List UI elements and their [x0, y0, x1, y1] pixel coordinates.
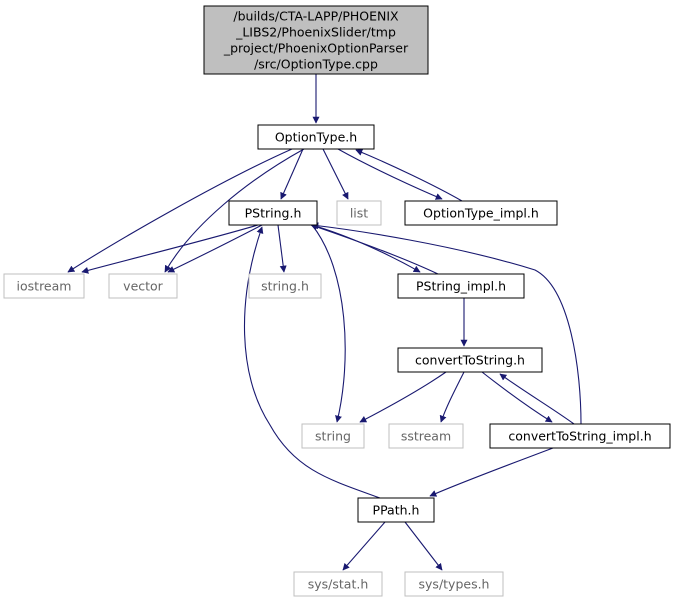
edge-ppath_h-to-sys_types_h [404, 521, 443, 571]
node-box-sstream [388, 423, 464, 449]
node-label-root: /builds/CTA-LAPP/PHOENIX [233, 9, 399, 24]
edge-optiontype_h-to-pstring_h [280, 148, 304, 200]
node-converttostring_impl_h[interactable]: convertToString_impl.h [489, 423, 671, 449]
node-label-ppath_h: PPath.h [373, 503, 420, 518]
edge-converttostring_impl_h-to-pstring_h [311, 222, 582, 425]
edge-ppath_h-to-sys_stat_h [342, 521, 386, 571]
edge-pstring_h-to-pstring_impl_h [311, 224, 421, 273]
node-ppath_h[interactable]: PPath.h [357, 497, 435, 523]
node-string: string [301, 423, 365, 449]
node-label-sys_types_h: sys/types.h [419, 577, 490, 592]
edge-pstring_h-to-string_h [277, 224, 287, 273]
node-sstream: sstream [388, 423, 464, 449]
node-box-sys_types_h [404, 571, 504, 597]
node-label-optiontype_h: OptionType.h [275, 130, 357, 145]
node-vector: vector [108, 273, 178, 299]
node-list: list [336, 200, 382, 226]
node-string_h: string.h [248, 273, 322, 299]
edge-optiontype_impl_h-to-optiontype_h [355, 149, 463, 202]
edge-pstring_h-to-string [311, 224, 346, 423]
node-label-optiontype_impl_h: OptionType_impl.h [423, 206, 539, 221]
node-box-string [301, 423, 365, 449]
node-pstring_h[interactable]: PString.h [228, 200, 318, 226]
node-label-converttostring_impl_h: convertToString_impl.h [508, 429, 651, 444]
node-box-root [203, 5, 429, 75]
edge-converttostring_impl_h-to-ppath_h [429, 447, 554, 497]
node-label-pstring_impl_h: PString_impl.h [416, 279, 506, 294]
node-label-vector: vector [123, 279, 164, 294]
node-iostream: iostream [3, 273, 85, 299]
node-box-sys_stat_h [293, 571, 383, 597]
node-box-iostream [3, 273, 85, 299]
edge-optiontype_h-to-iostream [67, 148, 293, 273]
node-root[interactable]: /builds/CTA-LAPP/PHOENIX_LIBS2/PhoenixSl… [203, 5, 429, 75]
edge-optiontype_h-to-list [322, 148, 349, 200]
node-box-converttostring_impl_h [489, 423, 671, 449]
node-box-list [336, 200, 382, 226]
edge-ppath_h-to-pstring_h [243, 226, 381, 499]
node-label-root: /src/OptionType.cpp [254, 57, 378, 72]
node-label-root: _LIBS2/PhoenixSlider/tmp [235, 25, 396, 40]
edge-converttostring_h-to-converttostring_impl_h [481, 371, 553, 423]
edge-pstring_h-to-vector [167, 224, 263, 273]
edges-layer [67, 74, 582, 571]
node-box-pstring_impl_h [397, 273, 525, 299]
node-label-list: list [350, 206, 368, 221]
node-label-iostream: iostream [17, 279, 72, 294]
node-box-optiontype_impl_h [404, 200, 558, 226]
node-label-root: _project/PhoenixOptionParser [223, 41, 409, 56]
edge-converttostring_impl_h-to-converttostring_h [499, 373, 575, 425]
edge-converttostring_h-to-sstream [439, 371, 465, 423]
node-box-pstring_h [228, 200, 318, 226]
node-converttostring_h[interactable]: convertToString.h [397, 347, 543, 373]
nodes-layer: /builds/CTA-LAPP/PHOENIX_LIBS2/PhoenixSl… [3, 5, 671, 597]
node-sys_types_h: sys/types.h [404, 571, 504, 597]
node-label-converttostring_h: convertToString.h [415, 353, 525, 368]
edge-pstring_impl_h-to-pstring_h [310, 223, 439, 275]
node-box-string_h [248, 273, 322, 299]
node-pstring_impl_h[interactable]: PString_impl.h [397, 273, 525, 299]
node-label-string: string [315, 429, 351, 444]
node-sys_stat_h: sys/stat.h [293, 571, 383, 597]
edge-converttostring_h-to-string [359, 371, 447, 423]
node-optiontype_h[interactable]: OptionType.h [257, 124, 375, 150]
node-box-ppath_h [357, 497, 435, 523]
node-label-pstring_h: PString.h [245, 206, 302, 221]
node-label-string_h: string.h [261, 279, 309, 294]
edge-optiontype_h-to-optiontype_impl_h [337, 148, 443, 200]
node-box-optiontype_h [257, 124, 375, 150]
node-label-sys_stat_h: sys/stat.h [308, 577, 369, 592]
node-optiontype_impl_h[interactable]: OptionType_impl.h [404, 200, 558, 226]
edge-pstring_h-to-iostream [81, 224, 259, 274]
edge-optiontype_h-to-vector [164, 148, 305, 273]
node-box-converttostring_h [397, 347, 543, 373]
node-box-vector [108, 273, 178, 299]
node-label-sstream: sstream [401, 429, 451, 444]
